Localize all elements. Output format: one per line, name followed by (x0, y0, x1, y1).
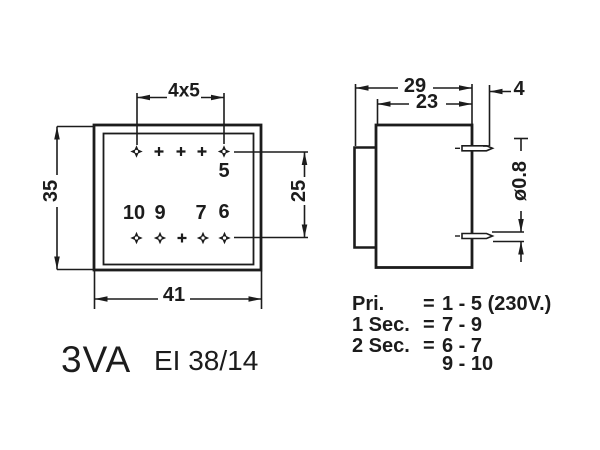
power-rating-title: 3VA (61, 339, 132, 380)
pin-row-bottom (130, 231, 231, 245)
dim-height (54, 125, 93, 271)
top-view (54, 93, 308, 309)
dim-width (93, 271, 263, 309)
pin-10-icon (130, 231, 143, 245)
dim-row-spacing (234, 151, 308, 239)
winding-label: Pri. (352, 293, 385, 315)
pin-9-label: 9 (154, 202, 166, 224)
dim-row-spacing-label: 25 (288, 179, 310, 203)
dim-pin-diameter (492, 137, 528, 262)
winding-pins: 7 - 9 (442, 314, 483, 336)
pin-5-label: 5 (218, 160, 230, 182)
pin-7-icon (196, 231, 210, 245)
pin-6-label: 6 (218, 201, 230, 223)
dim-pin-pitch-label: 4x5 (168, 80, 200, 102)
cross-mark-icon (176, 147, 186, 156)
winding-pins: 9 - 10 (442, 353, 494, 375)
pin-9-icon (153, 231, 167, 245)
side-pin-bottom (455, 232, 495, 240)
pin-1-icon (130, 145, 143, 158)
dim-body-depth (376, 99, 472, 124)
dim-pin-pitch (136, 93, 225, 145)
side-pin-top (455, 145, 495, 152)
winding-row-secondary-1: 1 Sec. = 7 - 9 (352, 315, 482, 335)
winding-label (352, 354, 423, 374)
winding-label: 1 Sec. (352, 314, 410, 336)
cross-mark-icon (154, 147, 164, 156)
winding-pins: 6 - 7 (442, 335, 483, 357)
dim-width-label: 41 (162, 284, 186, 306)
winding-row-primary: Pri. = 1 - 5 (230V.) (352, 294, 551, 314)
winding-pins: 1 - 5 (230V.) (442, 293, 552, 315)
winding-label: 2 Sec. (352, 335, 410, 357)
side-view (353, 84, 528, 269)
equals-sign: = (423, 314, 435, 336)
cross-mark-icon (177, 233, 187, 243)
winding-row-secondary-2-cont: 9 - 10 (352, 354, 493, 374)
core-flange (353, 146, 376, 249)
equals-sign: = (423, 335, 435, 357)
dim-body-depth-label: 23 (415, 91, 439, 113)
pin-7-label: 7 (195, 202, 207, 224)
pin-row-top (130, 145, 231, 158)
pin-6-icon (218, 231, 231, 245)
pin-5-icon (217, 145, 231, 158)
core-type-title: EI 38/14 (154, 345, 259, 376)
equals-sign: = (423, 293, 435, 315)
dim-pin-length (483, 85, 511, 147)
dim-height-label: 35 (40, 179, 62, 203)
dim-pin-length-label: 4 (513, 78, 525, 100)
dim-overall-depth-label: 29 (403, 75, 427, 97)
cross-mark-icon (197, 147, 207, 156)
pin-10-label: 10 (122, 202, 146, 224)
dim-pin-diameter-label: ø0.8 (509, 160, 531, 202)
winding-row-secondary-2: 2 Sec. = 6 - 7 (352, 336, 482, 356)
equals-sign (423, 354, 442, 374)
